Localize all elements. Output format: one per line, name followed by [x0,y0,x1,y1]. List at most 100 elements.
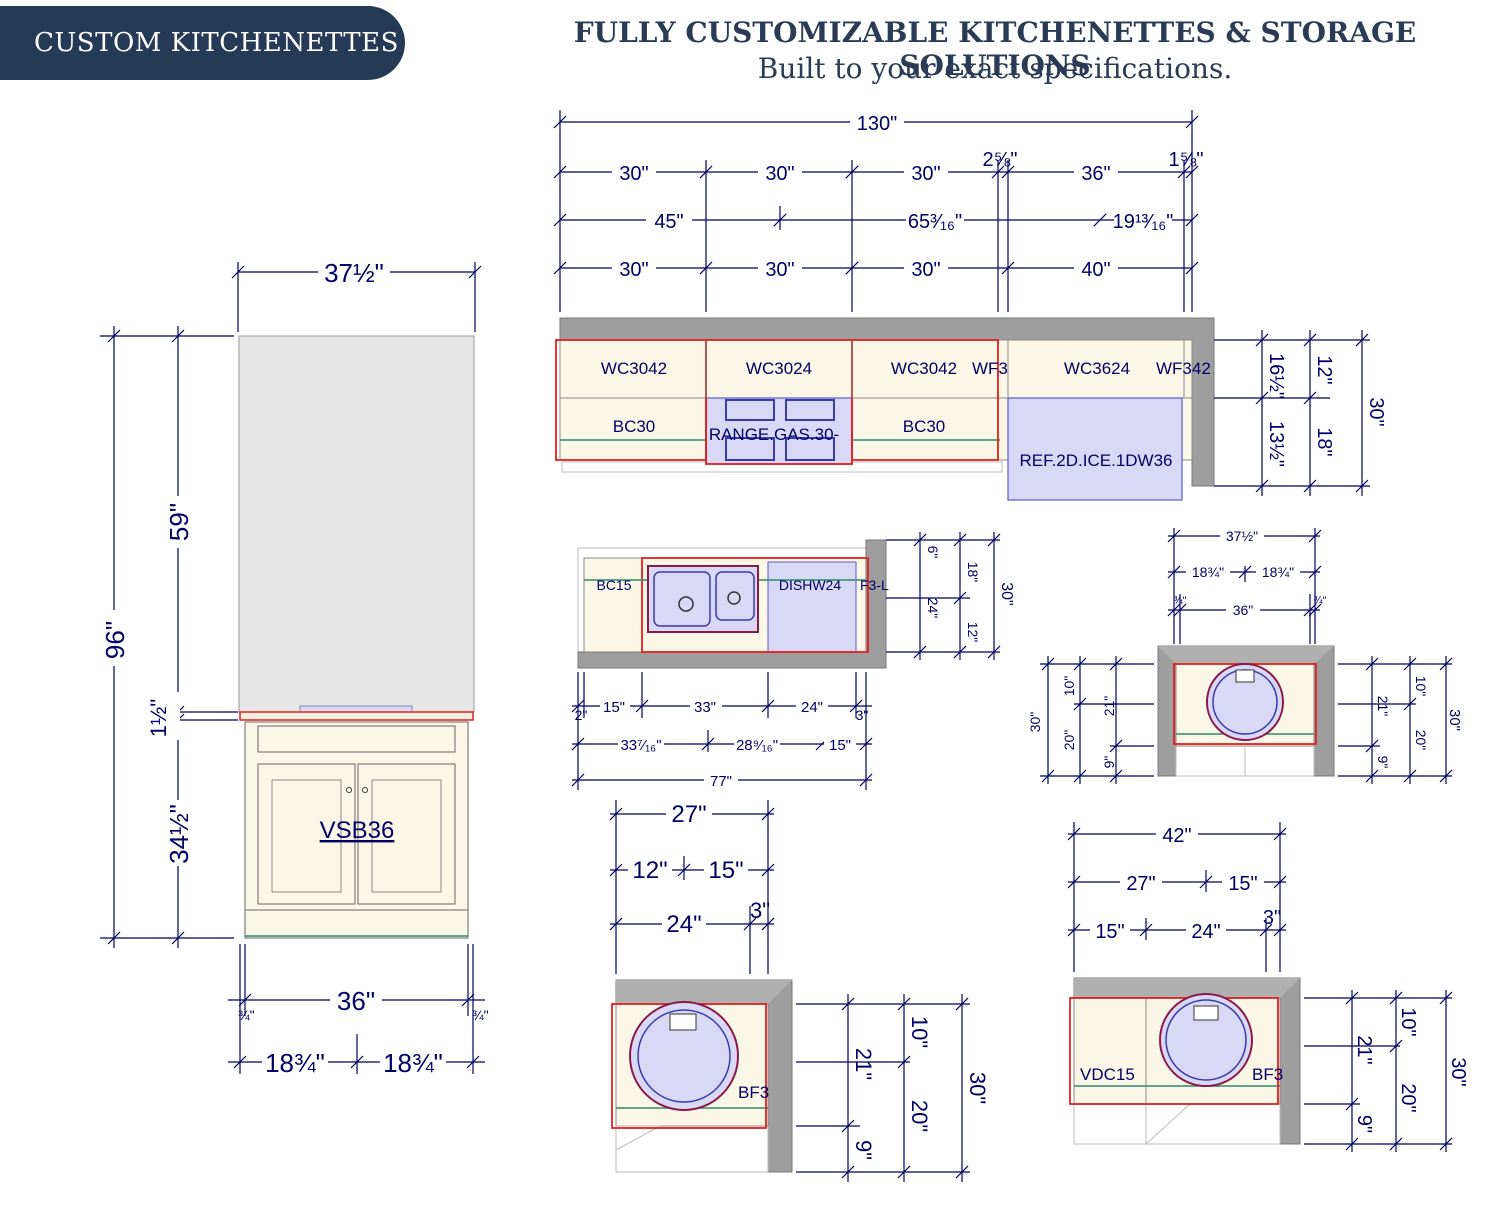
label-vdc15: VDC15 [1080,1065,1135,1084]
right-plan: 37½" 18¾" 18¾" ¾" 36" ¾" [1027,526,1463,784]
dim-mid-r2: 24" [925,598,941,619]
cabinet-door-left [257,763,356,905]
label-dishw24: DISHW24 [779,577,841,593]
dim-rp-d: 36" [1233,602,1254,618]
label-wc3024: WC3024 [746,359,812,378]
label-fridge: REF.2D.ICE.1DW36 [1019,451,1172,470]
dim-rp-l4: 20" [1061,730,1077,751]
dim-rp-r4: 30" [1446,709,1463,731]
dim-br-e: 3" [1263,907,1281,929]
dim-bl-a: 12" [632,857,667,884]
dim-br-r3: 20" [1397,1083,1419,1112]
dim-bottom-width: 36" [337,986,375,1016]
dim-rp-r1: 21" [1375,696,1391,717]
bottom-left-plan: 27" 12" 15" 24" 3" BF3 21" [609,800,990,1182]
dim-rp-l5: 9" [1101,756,1117,769]
page-subtitle: Built to your exact specifications. [757,52,1233,85]
left-elevation: 37½" VSB36 96" 59" 1½ [98,258,489,1078]
dim-mid-h: 15" [829,737,851,754]
dim-bl-b: 15" [708,857,743,884]
top-plan: 130" 30" 30" 30" 2⅝" 36" 1⅝" 45" 65³⁄₁₆"… [553,110,1387,501]
label-bc30-2: BC30 [903,417,946,436]
dim-rp-l3: 21" [1101,696,1117,717]
tab-label: CUSTOM KITCHENETTES [34,28,399,58]
custom-kitchenettes-tab: CUSTOM KITCHENETTES [0,6,405,80]
label-range: RANGE.GAS.30- [709,425,839,444]
faucet-icon [669,1013,697,1031]
drain-icon [727,591,741,605]
dim-br-r5: 9" [1353,1115,1375,1133]
dim-rp-r5: 9" [1375,756,1391,769]
refrigerator [1007,397,1183,501]
dim-mid-overall: 77" [710,773,732,790]
dim-mid-b: 15" [603,699,625,716]
dim-br-a: 27" [1126,873,1155,895]
dim-base-height: 34½" [164,804,194,864]
dim-bl-r2: 10" [907,1016,932,1048]
dim-row2-b: 65³⁄₁₆" [908,211,962,233]
door-knob-icon [362,787,368,793]
dim-rp-l2: 10" [1061,676,1077,697]
toe-kick [244,909,469,939]
dim-mid-f: 33⁷⁄₁₆" [620,737,661,754]
dim-row3-a: 30" [619,259,648,281]
dim-rp-top: 37½" [1226,528,1258,544]
faucet-icon [1193,1005,1219,1021]
dim-mid-r3: 18" [965,562,981,583]
dim-row3-c: 30" [911,259,940,281]
dim-half-right: 18¾" [383,1048,443,1078]
dim-right-d: 18" [1313,427,1335,456]
dim-row3-d: 40" [1081,259,1110,281]
cabinet-label-vsb36: VSB36 [320,817,395,844]
dim-row1-f: 1⅝" [1169,149,1204,171]
dim-counter-gap: 1½" [146,699,171,737]
dim-rp-c: ¾" [1173,595,1186,607]
page-title: FULLY CUSTOMIZABLE KITCHENETTES & STORAG… [573,16,1417,82]
dim-mid-r5: 30" [998,582,1015,605]
label-wc3624: WC3624 [1064,359,1130,378]
label-bc15: BC15 [596,577,631,593]
dim-row1-c: 30" [911,163,940,185]
dim-tick [231,265,245,279]
countertop [239,711,474,721]
drain-icon [678,596,694,612]
dim-top-width: 37½" [324,258,384,288]
label-bc30: BC30 [613,417,656,436]
dim-bl-r4: 30" [965,1072,990,1104]
tall-upper-panel [238,335,475,713]
door-knob-icon [346,787,352,793]
dim-row1-e: 36" [1081,163,1110,185]
dim-br-r4: 30" [1447,1057,1469,1086]
dim-mid-g: 28⁹⁄₁₆" [736,737,778,754]
range-appliance [705,397,853,465]
dim-br-b: 15" [1228,873,1257,895]
label-wc3042: WC3042 [601,359,667,378]
label-bf3: BF3 [738,1083,769,1102]
label-wf3: WF3 [972,359,1008,378]
dim-tick [468,265,482,279]
dim-br-c: 15" [1095,921,1124,943]
dim-row1-d: 2⅝" [983,149,1018,171]
dim-mid-r4: 12" [965,622,981,643]
dim-upper-height: 59" [164,503,194,541]
cabinet-door-right [357,763,456,905]
dim-right-b: 13½" [1265,421,1287,467]
cabinet-drawer [257,725,456,753]
dim-mid-d: 24" [801,699,823,716]
dim-rp-a: 18¾" [1192,564,1224,580]
dim-bl-r5: 9" [851,1140,876,1160]
dim-row2-a: 45" [654,211,683,233]
dim-br-r1: 21" [1353,1035,1375,1064]
dim-mid-e: 3" [856,707,869,723]
dim-bl-c: 24" [666,911,701,938]
dim-br-r2: 10" [1397,1007,1419,1036]
sink-top [299,705,413,713]
dim-mid-c: 33" [694,699,716,716]
dim-bl-overall: 27" [671,801,706,828]
bottom-right-plan: 42" 27" 15" 15" 24" 3" VDC15 BF3 [1067,822,1469,1152]
dim-half-left: 18¾" [265,1048,325,1078]
dim-bl-d: 3" [750,898,770,923]
label-wf342: WF342 [1156,359,1211,378]
dim-row1-a: 30" [619,163,648,185]
